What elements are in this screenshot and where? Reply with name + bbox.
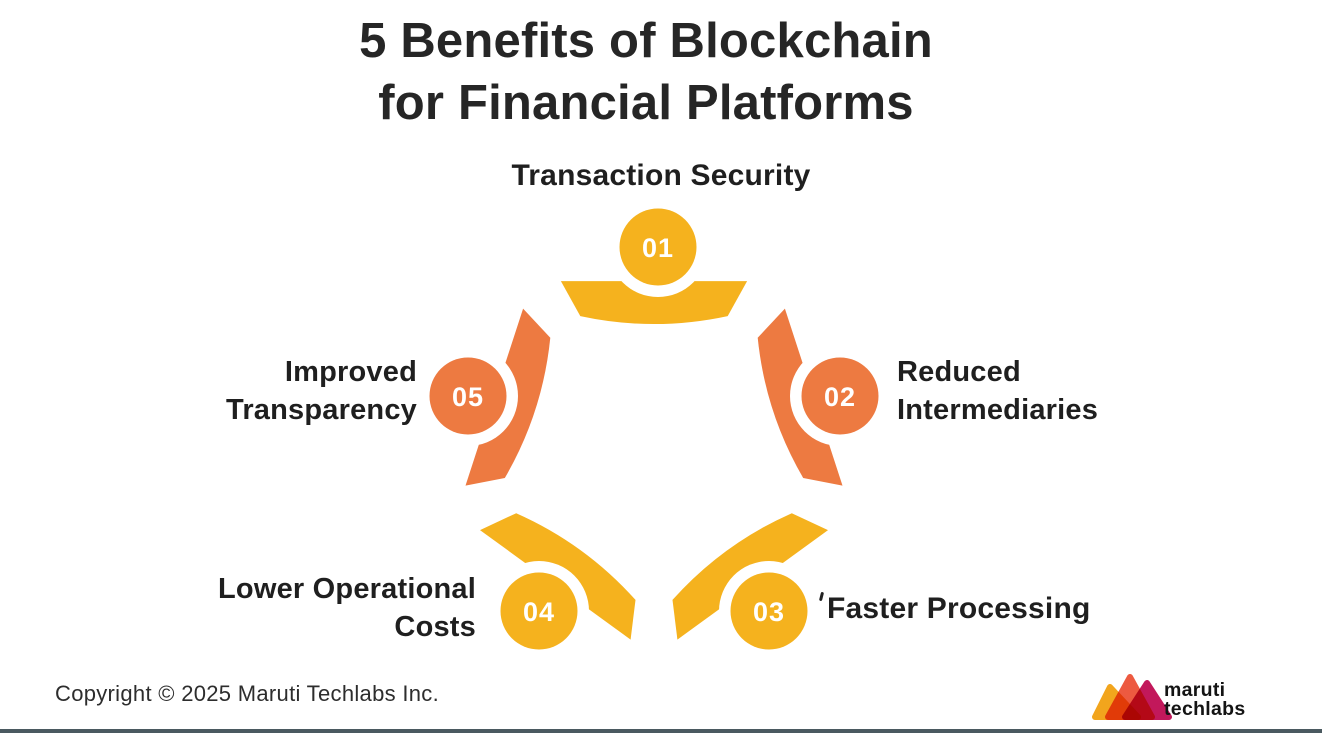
benefit-label-improved-transparency: Improved Transparency (226, 356, 417, 426)
benefit-label-lower-operational-costs: Lower Operational Costs (218, 573, 476, 643)
number-text-03: 03 (753, 597, 785, 627)
benefit-label-transaction-security: Transaction Security (511, 159, 811, 192)
number-text-01: 01 (642, 233, 674, 263)
number-circle-01 (619, 208, 697, 286)
logo-text-line2: techlabs (1164, 698, 1246, 720)
number-circle-02 (801, 357, 879, 435)
page-title: 5 Benefits of Blockchain for Financial P… (359, 14, 933, 130)
number-text-05: 05 (452, 382, 484, 412)
logo-text: maruti techlabs (1164, 679, 1246, 720)
number-text-04: 04 (523, 597, 555, 627)
logo-triangle-3 (1122, 680, 1172, 720)
benefit-label-faster-processing: Faster Processing (827, 592, 1091, 625)
logo-text-line1: maruti (1164, 679, 1226, 701)
bottom-border-line (0, 729, 1322, 733)
copyright-text: Copyright © 2025 Maruti Techlabs Inc. (55, 681, 439, 706)
number-text-02: 02 (824, 382, 856, 412)
number-circle-04 (500, 572, 578, 650)
logo-mark-icon (1092, 674, 1172, 720)
number-circle-05 (429, 357, 507, 435)
segment-01 (560, 281, 748, 325)
maruti-techlabs-logo: maruti techlabs (1090, 670, 1270, 722)
benefit-label-reduced-intermediaries: Reduced Intermediaries (897, 356, 1099, 426)
number-circle-03 (730, 572, 808, 650)
